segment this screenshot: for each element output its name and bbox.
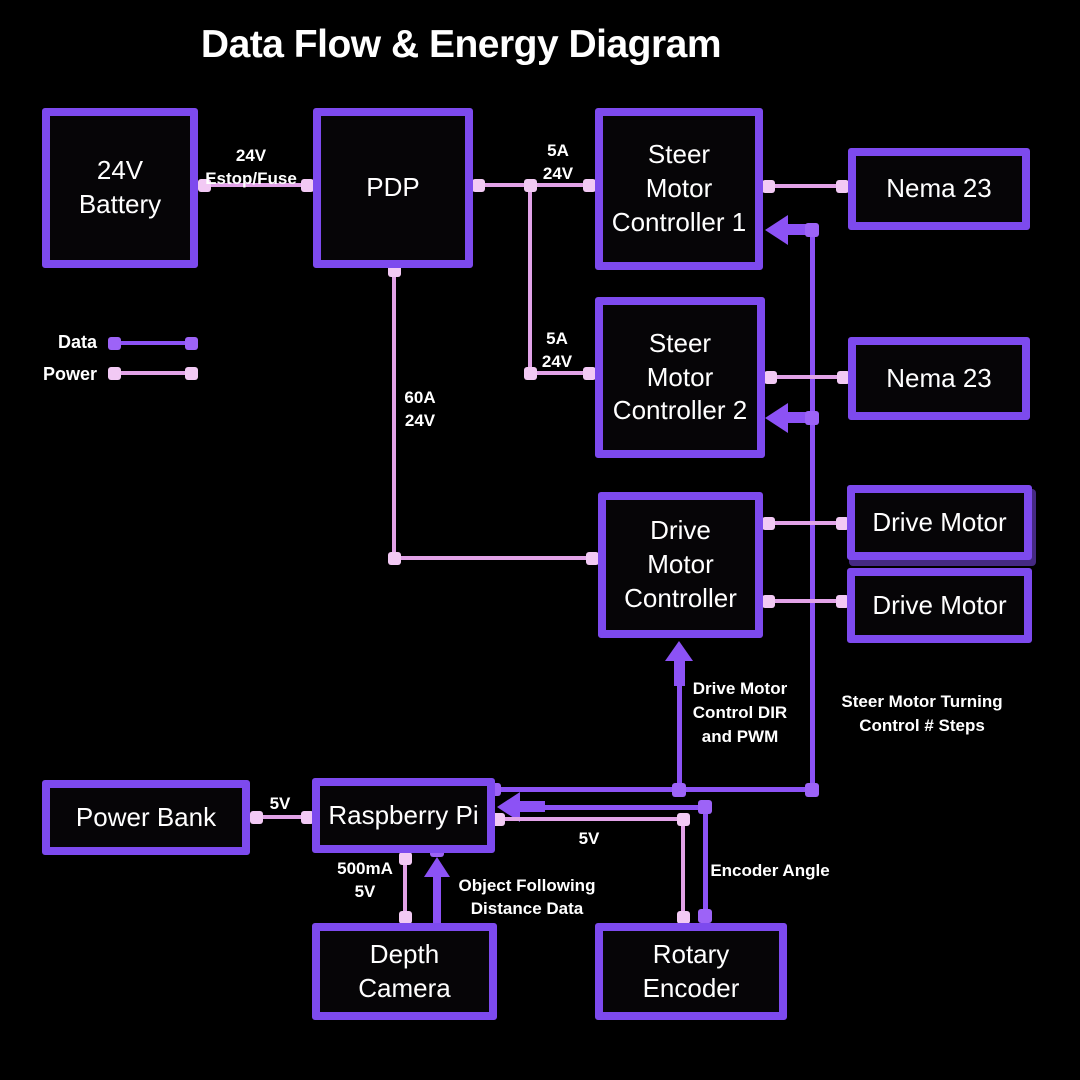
power-line-battery-pdp xyxy=(197,183,313,187)
endpoint-square xyxy=(198,179,211,192)
junction-square xyxy=(524,179,537,192)
edge-label-encoder-pi-data: Encoder Angle xyxy=(710,861,830,880)
endpoint-square xyxy=(762,595,775,608)
power-line-smc1-nema1 xyxy=(763,184,848,188)
power-line-powerbank-pi xyxy=(250,815,312,819)
arrow-shaft-pi-encoder-angle xyxy=(515,801,545,812)
power-line-pdp-drop xyxy=(392,268,396,560)
endpoint-square xyxy=(583,367,596,380)
power-line-dmc-drive2 xyxy=(763,599,848,603)
endpoint-square xyxy=(836,595,849,608)
endpoint-square xyxy=(301,179,314,192)
legend-power-endpoint xyxy=(185,367,198,380)
legend-power-label: Power xyxy=(42,364,97,384)
endpoint-square xyxy=(250,811,263,824)
node-nema23-top: Nema 23 xyxy=(848,148,1030,230)
arrow-shaft-smc1 xyxy=(783,224,811,235)
data-endpoint-encoder xyxy=(698,909,712,923)
data-line-pi-dmc-dir-pwm xyxy=(677,645,682,790)
arrowhead-into-smc2 xyxy=(765,403,788,433)
data-line-encoder-vertical xyxy=(703,805,708,923)
legend-data-label: Data xyxy=(57,332,97,352)
diagram-title: Data Flow & Energy Diagram xyxy=(200,23,722,66)
endpoint-square xyxy=(836,517,849,530)
endpoint-square xyxy=(399,911,412,924)
corner-square xyxy=(677,813,690,826)
power-line-to-smc2 xyxy=(528,371,595,375)
arrowhead-into-smc1 xyxy=(765,215,788,245)
endpoint-square xyxy=(762,517,775,530)
node-nema23-bottom: Nema 23 xyxy=(848,337,1030,420)
endpoint-square xyxy=(472,179,485,192)
data-junction-smc2 xyxy=(805,411,819,425)
legend-data-endpoint xyxy=(185,337,198,350)
node-drive-motor-top: Drive Motor xyxy=(847,485,1032,560)
endpoint-square xyxy=(583,179,596,192)
endpoint-square xyxy=(836,180,849,193)
arrow-shaft-dmc xyxy=(674,658,685,686)
arrowhead-into-pi-camera-data xyxy=(424,857,450,877)
endpoint-square xyxy=(399,852,412,865)
edge-label-pi-encoder-power: 5V xyxy=(578,829,600,848)
endpoint-square xyxy=(677,911,690,924)
endpoint-square xyxy=(301,811,314,824)
endpoint-square xyxy=(762,180,775,193)
endpoint-square xyxy=(764,371,777,384)
data-line-pi-steer-trunk-horizontal xyxy=(497,787,812,792)
endpoint-square xyxy=(492,813,505,826)
power-line-pi-5v-horizontal xyxy=(495,817,685,821)
corner-square xyxy=(388,552,401,565)
node-raspberry-pi: Raspberry Pi xyxy=(312,778,495,853)
endpoint-square xyxy=(837,371,850,384)
power-line-to-dmc xyxy=(392,556,598,560)
data-corner-encoder xyxy=(698,800,712,814)
arrowhead-into-dmc xyxy=(665,641,693,661)
legend-power-line xyxy=(108,371,197,375)
power-line-dmc-drive1 xyxy=(763,521,848,525)
power-line-smc2-nema2 xyxy=(765,375,848,379)
legend-data-line xyxy=(108,341,197,345)
power-line-pi-camera xyxy=(403,853,407,923)
legend-power-endpoint xyxy=(108,367,121,380)
arrow-shaft-smc2 xyxy=(783,412,811,423)
data-line-steer-trunk-vertical xyxy=(810,228,815,792)
legend-data-endpoint xyxy=(108,337,121,350)
edge-label-powerbank-pi: 5V xyxy=(269,794,291,813)
data-line-encoder-to-pi xyxy=(510,805,705,810)
data-junction-smc1 xyxy=(805,223,819,237)
corner-square xyxy=(524,367,537,380)
data-junction-dir-pwm xyxy=(672,783,686,797)
endpoint-square xyxy=(586,552,599,565)
node-drive-motor-bottom: Drive Motor xyxy=(847,568,1032,643)
node-power-bank: Power Bank xyxy=(42,780,250,855)
power-line-smc2-drop xyxy=(528,183,532,375)
data-line-camera-to-pi xyxy=(433,872,441,923)
data-corner-trunk xyxy=(805,783,819,797)
node-pdp: PDP xyxy=(313,108,473,268)
power-line-5v-to-encoder xyxy=(681,817,685,923)
